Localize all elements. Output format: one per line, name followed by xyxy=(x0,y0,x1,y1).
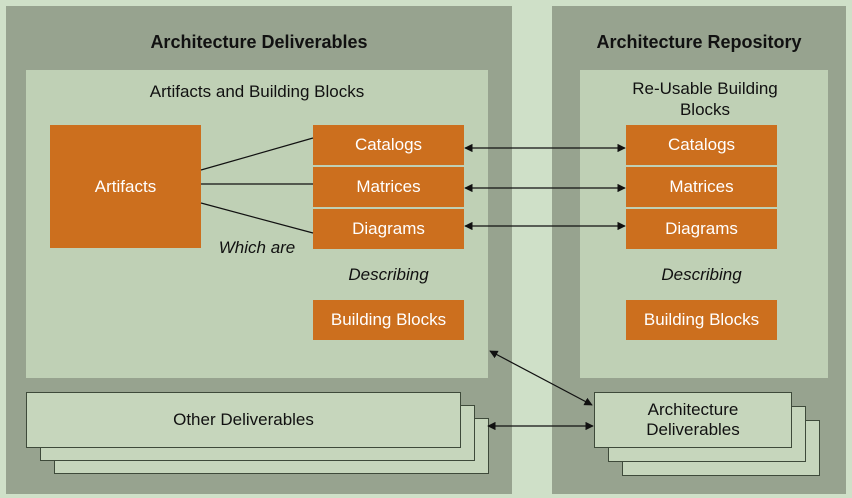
artifacts-to-catalogs-line xyxy=(200,137,314,171)
artifacts-box: Artifacts xyxy=(50,125,201,248)
left-describing-label: Describing xyxy=(348,265,429,284)
left-building-blocks-box: Building Blocks xyxy=(313,300,464,340)
left-matrices-box: Matrices xyxy=(313,167,464,207)
which-are-label: Which are xyxy=(218,238,296,257)
artifacts-to-diagrams-line xyxy=(200,202,314,234)
artifacts-building-blocks-title: Artifacts and Building Blocks xyxy=(149,82,365,101)
left-catalogs-box: Catalogs xyxy=(313,125,464,165)
architecture-deliverables-box: Architecture Deliverables xyxy=(594,392,792,448)
architecture-deliverables-title: Architecture Deliverables xyxy=(150,32,368,52)
right-building-blocks-box: Building Blocks xyxy=(626,300,777,340)
architecture-repository-title: Architecture Repository xyxy=(596,32,802,52)
right-matrices-box: Matrices xyxy=(626,167,777,207)
right-diagrams-box: Diagrams xyxy=(626,209,777,249)
building-blocks-to-deliverables-arrow xyxy=(489,350,593,406)
other-deliverables-box: Other Deliverables xyxy=(26,392,461,448)
reusable-building-blocks-title: Re-Usable Building Blocks xyxy=(632,79,778,119)
left-diagrams-box: Diagrams xyxy=(313,209,464,249)
right-describing-label: Describing xyxy=(661,265,742,284)
right-catalogs-box: Catalogs xyxy=(626,125,777,165)
